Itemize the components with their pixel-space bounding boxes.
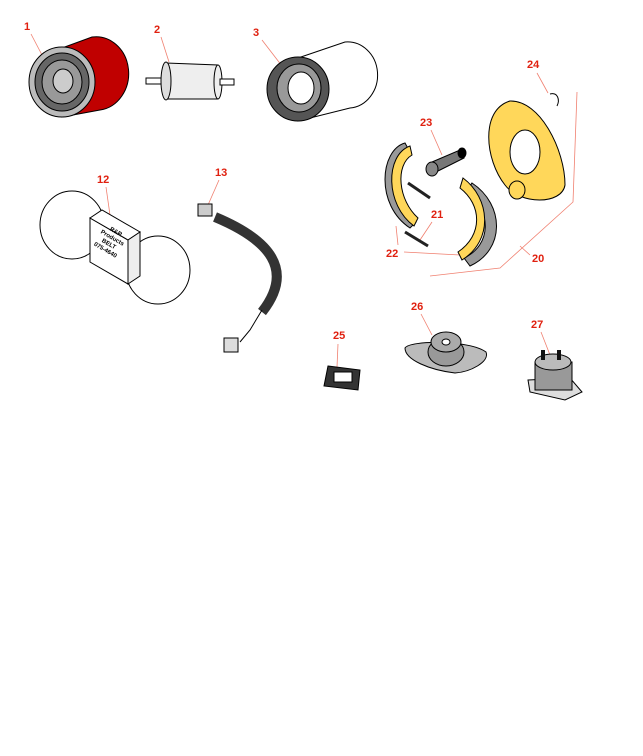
- callout-1[interactable]: 1: [24, 21, 31, 33]
- callout-13[interactable]: 13: [215, 167, 228, 179]
- part-12-belt[interactable]: [39, 190, 191, 305]
- callout-24[interactable]: 24: [527, 59, 540, 71]
- part-24-backing-plate[interactable]: [488, 93, 566, 201]
- part-23-wheel-cylinder[interactable]: [425, 147, 467, 177]
- part-21-springs[interactable]: [404, 181, 431, 248]
- part-2-fuel-filter[interactable]: [145, 61, 235, 101]
- part-3-air-filter[interactable]: [266, 41, 379, 122]
- callout-20[interactable]: 20: [532, 253, 545, 265]
- callout-3[interactable]: 3: [253, 27, 260, 39]
- part-22-brake-shoe-left[interactable]: [384, 142, 419, 229]
- part-26-mount[interactable]: [404, 331, 487, 374]
- part-1-filter[interactable]: [28, 36, 130, 118]
- callout-22[interactable]: 22: [386, 248, 399, 260]
- callout-2[interactable]: 2: [154, 24, 161, 36]
- part-27-solenoid[interactable]: [527, 350, 583, 401]
- callout-21[interactable]: 21: [431, 209, 444, 221]
- leader-lines: [30, 33, 578, 368]
- part-22-brake-shoe-right[interactable]: [457, 177, 497, 267]
- callout-23[interactable]: 23: [420, 117, 433, 129]
- callout-25[interactable]: 25: [333, 330, 346, 342]
- part-13-hose[interactable]: [197, 203, 282, 353]
- callout-12[interactable]: 12: [97, 174, 110, 186]
- callout-27[interactable]: 27: [531, 319, 544, 331]
- callout-26[interactable]: 26: [411, 301, 424, 313]
- part-25-switch[interactable]: [323, 365, 361, 391]
